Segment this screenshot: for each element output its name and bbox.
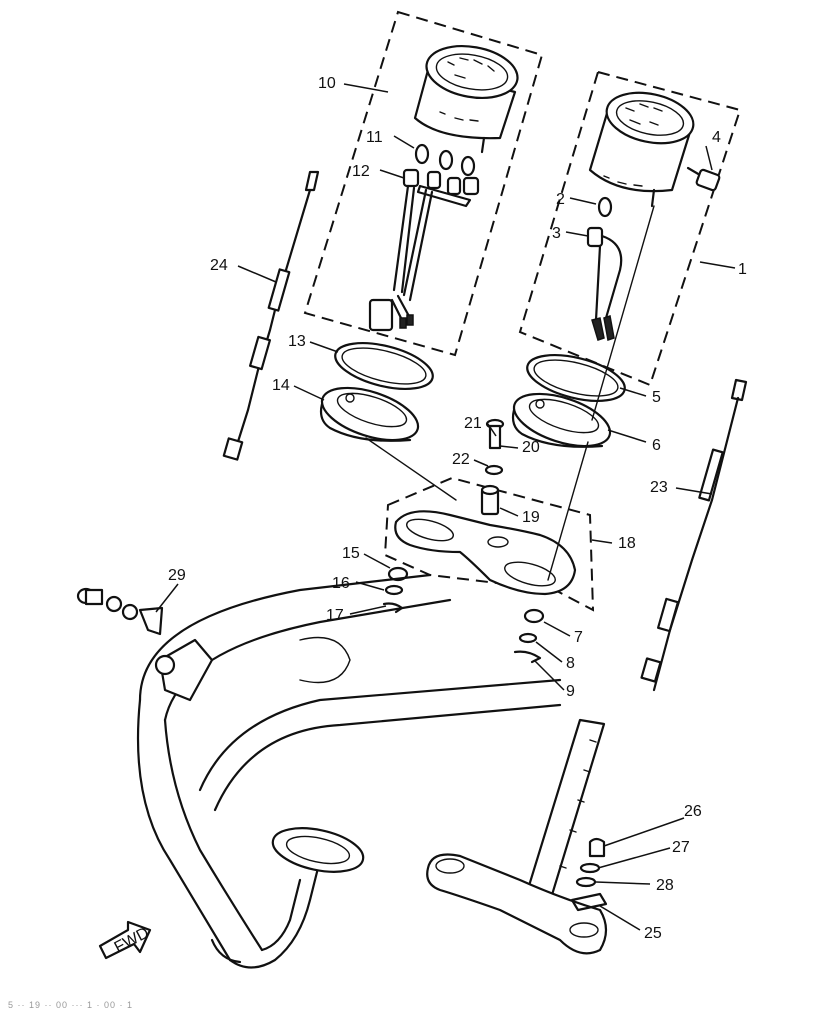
part-label-22: 22 xyxy=(452,451,470,468)
part-label-13: 13 xyxy=(288,333,306,350)
part-label-7: 7 xyxy=(574,629,583,646)
alignment-lines xyxy=(365,205,655,581)
washer-8 xyxy=(518,632,538,644)
part-label-19: 19 xyxy=(522,509,540,526)
part-label-14: 14 xyxy=(272,377,290,394)
ring-13 xyxy=(334,342,434,390)
part-label-23: 23 xyxy=(650,479,668,496)
part-label-16: 16 xyxy=(332,575,350,592)
bolt-20 xyxy=(485,418,505,450)
group-box-tachometer xyxy=(303,10,544,357)
part-label-2: 2 xyxy=(556,191,565,208)
group-box-speedometer xyxy=(518,70,742,387)
clamp-assembly-29 xyxy=(76,587,214,702)
bolt-26 xyxy=(588,837,606,858)
washer-16 xyxy=(384,584,404,596)
part-label-21: 21 xyxy=(464,415,482,432)
part-label-20: 20 xyxy=(522,439,540,456)
steering-crown-25 xyxy=(426,718,608,955)
part-label-28: 28 xyxy=(656,877,674,894)
fwd-arrow: FWD xyxy=(98,920,152,960)
part-label-29: 29 xyxy=(168,567,186,584)
part-label-27: 27 xyxy=(672,839,690,856)
part-label-5: 5 xyxy=(652,389,661,406)
part-label-4: 4 xyxy=(712,129,721,146)
part-label-6: 6 xyxy=(652,437,661,454)
part-label-11: 11 xyxy=(366,129,383,146)
spacer-19 xyxy=(480,484,500,516)
group-box-bracket xyxy=(383,476,595,612)
washer-22 xyxy=(484,464,504,476)
part-label-10: 10 xyxy=(318,75,336,92)
damper-7 xyxy=(523,608,545,624)
part-label-8: 8 xyxy=(566,655,575,672)
part-labels: 1 2 3 4 5 6 7 8 9 10 11 12 13 14 15 16 1… xyxy=(168,75,747,942)
part-label-18: 18 xyxy=(618,535,636,552)
speedometer-meter xyxy=(588,91,721,208)
part-label-12: 12 xyxy=(352,163,370,180)
plate-25 xyxy=(570,892,608,912)
speedometer-bulb-harness xyxy=(586,196,623,341)
meter-case-6 xyxy=(511,392,612,448)
leader-lines xyxy=(155,83,736,931)
part-label-1: 1 xyxy=(738,261,747,278)
footer-code: 5 ·· 19 ·· 00 ··· 1 · 00 · 1 xyxy=(8,1000,134,1010)
part-label-17: 17 xyxy=(326,607,344,624)
part-label-26: 26 xyxy=(684,803,702,820)
tachometer-meter xyxy=(413,45,519,154)
part-label-25: 25 xyxy=(644,925,662,942)
speedometer-cable-23 xyxy=(640,378,748,692)
part-label-15: 15 xyxy=(342,545,360,562)
washer-27 xyxy=(579,862,601,874)
meter-bracket-18 xyxy=(394,510,577,596)
washer-28 xyxy=(575,876,597,888)
damper-15 xyxy=(387,566,409,582)
part-label-9: 9 xyxy=(566,683,575,700)
part-label-24: 24 xyxy=(210,257,228,274)
clip-9 xyxy=(513,650,542,664)
tachometer-cable-24 xyxy=(222,170,320,461)
part-label-3: 3 xyxy=(552,225,561,242)
tachometer-bulbs-harness xyxy=(368,143,480,332)
frame-pipe xyxy=(136,573,562,969)
